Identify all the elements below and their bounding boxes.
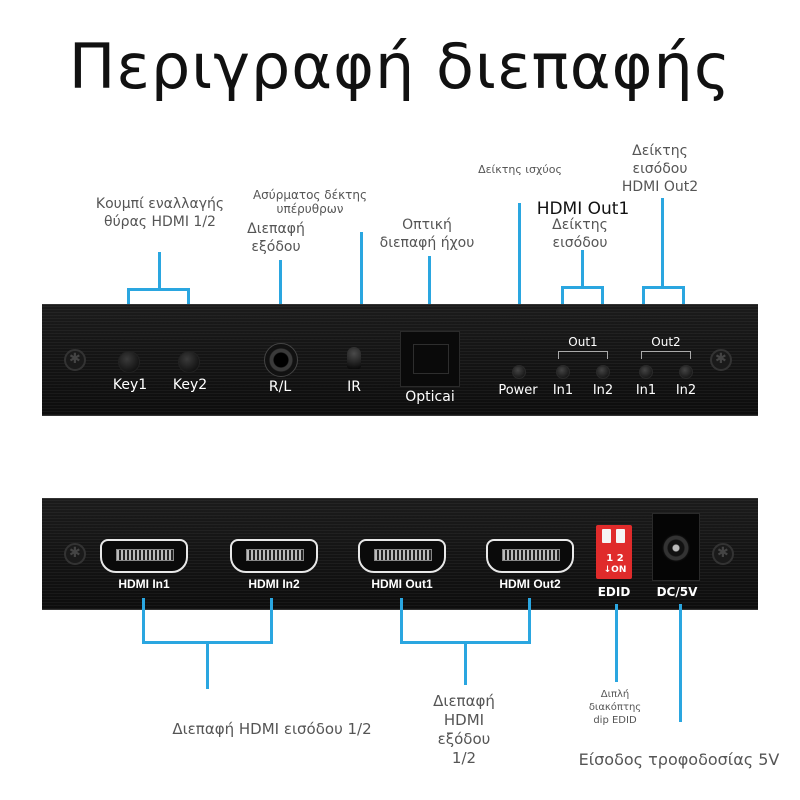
dc-label: DC/5V [656,585,698,599]
screw-icon [64,349,86,371]
out2-in2-label: In2 [675,383,697,398]
out1-title-callout: HDMI Out1 [536,199,630,219]
optical-port-icon[interactable] [400,331,460,387]
audio-jack-icon[interactable] [264,343,298,377]
hdmi-out1-port-icon[interactable] [358,539,446,573]
key1-button[interactable] [118,351,140,373]
screw-icon [64,543,86,565]
audio-out-callout: Διεπαφή εξόδου [247,221,305,255]
hdmi-in2-label: HDMI In2 [248,577,300,591]
out2-in1-led-icon [639,365,653,379]
dip-callout: Διπλή διακόπτης dip EDID [588,689,642,726]
edid-dip-switch[interactable]: 1 2 ↓ON [596,525,632,579]
hdmi-in2-port-icon[interactable] [230,539,318,573]
hdmi-in1-port-icon[interactable] [100,539,188,573]
hdmi-out2-label: HDMI Out2 [499,577,561,591]
key1-label: Key1 [112,377,148,393]
out1-label: Out1 [568,335,598,349]
out2-input-callout: Δείκτης εισόδου HDMI Out2 [621,143,699,195]
out2-label: Out2 [651,335,681,349]
dip-on-label: ↓ON [603,565,627,575]
out1-in2-led-icon [596,365,610,379]
out1-in1-label: In1 [552,383,574,398]
power-input-callout: Είσοδος τροφοδοσίας 5V [578,750,780,769]
rl-label: R/L [268,379,292,395]
ir-label: IR [347,379,361,395]
ir-sensor-icon [347,347,361,369]
out1-input-callout: Δείκτης εισόδου [552,217,608,251]
out2-in1-label: In1 [635,383,657,398]
hdmi-in1-label: HDMI In1 [118,577,170,591]
dip-numbers: 1 2 [606,553,624,564]
screw-icon [712,543,734,565]
hdmi-input-callout: Διεπαφή HDMI εισόδου 1/2 [172,720,372,738]
dc-power-jack-icon[interactable] [652,513,700,581]
out1-in1-led-icon [556,365,570,379]
key2-label: Key2 [172,377,208,393]
key2-button[interactable] [178,351,200,373]
hdmi-out2-port-icon[interactable] [486,539,574,573]
out2-in2-led-icon [679,365,693,379]
power-led-icon [512,365,526,379]
edid-label: EDID [597,585,631,599]
optical-label: Opticai [405,389,455,405]
out1-in2-label: In2 [592,383,614,398]
power-led-callout: Δείκτης ισχύος [478,163,562,176]
ir-receiver-callout: Ασύρματος δέκτης υπέρυθρων [252,188,368,216]
hdmi-output-callout: Διεπαφή HDMI εξόδου 1/2 [433,692,495,767]
rear-panel: HDMI In1 HDMI In2 HDMI Out1 HDMI Out2 1 … [42,498,758,610]
optical-callout: Οπτική διεπαφή ήχου [379,217,475,251]
front-panel: Key1 Key2 R/L IR Opticai Power Out1 In1 … [42,304,758,416]
power-label: Power [498,383,538,398]
key-switch-callout: Κουμπί εναλλαγής θύρας HDMI 1/2 [95,196,225,230]
hdmi-out1-label: HDMI Out1 [371,577,433,591]
screw-icon [710,349,732,371]
page-title: Περιγραφή διεπαφής [68,30,732,103]
